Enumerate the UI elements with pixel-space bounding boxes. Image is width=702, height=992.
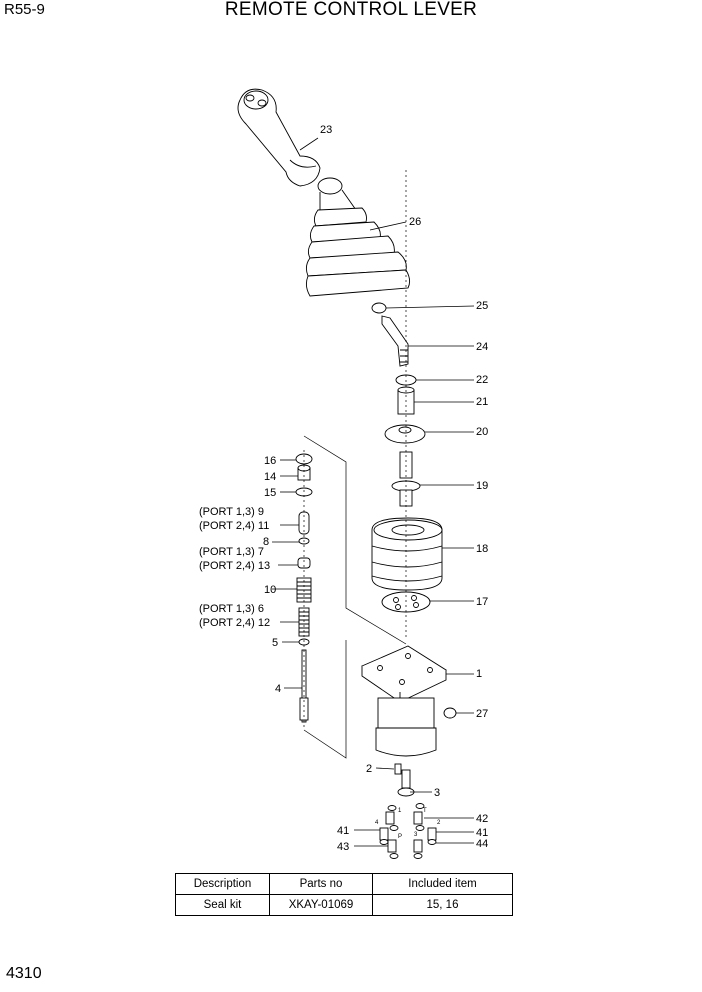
- plug-left: [297, 464, 311, 481]
- table-cell: XKAY-01069: [269, 894, 373, 916]
- table-cell: Seal kit: [175, 894, 270, 916]
- callout-label: 41: [337, 825, 349, 837]
- callout-label: 3: [434, 787, 440, 799]
- callout-label: 15: [264, 487, 276, 499]
- page-number: 4310: [6, 965, 42, 982]
- callout-label: 42: [476, 813, 488, 825]
- grip-handle: [237, 88, 321, 187]
- callout-label: 43: [337, 841, 349, 853]
- assembly-lines: [303, 170, 407, 759]
- spring-seat: [297, 557, 311, 569]
- callout-label: (PORT 2,4) 12: [199, 617, 270, 629]
- callout-label: 23: [320, 124, 332, 136]
- table-row: Seal kit XKAY-01069 15, 16: [175, 894, 513, 916]
- callout-label: (PORT 2,4) 13: [199, 560, 270, 572]
- callout-label: 2: [366, 763, 372, 775]
- callout-label: 17: [476, 596, 488, 608]
- callout-label: 44: [476, 838, 488, 850]
- callout-label: 14: [264, 471, 276, 483]
- callout-label: (PORT 1,3) 7: [199, 546, 264, 558]
- lever-rod: [371, 302, 409, 367]
- callout-label: 21: [476, 396, 488, 408]
- disc-plate: [384, 424, 426, 444]
- set-screw: [394, 763, 402, 775]
- callout-label: 5: [272, 637, 278, 649]
- callout-label: 22: [476, 374, 488, 386]
- callout-label: 1: [476, 668, 482, 680]
- rod-seal: [295, 453, 313, 465]
- callout-label: 18: [476, 543, 488, 555]
- port-mark: 1: [398, 808, 402, 814]
- callout-label: 4: [275, 683, 281, 695]
- page-title: REMOTE CONTROL LEVER: [224, 0, 478, 20]
- callout-label: 16: [264, 455, 276, 467]
- joint: [397, 769, 415, 797]
- column-header: Description: [175, 873, 270, 895]
- table-header-row: Description Parts no Included item: [175, 873, 513, 895]
- column-header: Parts no: [269, 873, 373, 895]
- callout-label: 26: [409, 216, 421, 228]
- bellows: [371, 517, 443, 591]
- callout-label: 27: [476, 708, 488, 720]
- port-mark: 3: [414, 832, 418, 838]
- callout-label: 25: [476, 300, 488, 312]
- port-mark: T: [423, 808, 427, 814]
- callout-label: 19: [476, 480, 488, 492]
- callout-label: 8: [263, 536, 269, 548]
- leader-lines: [272, 137, 475, 847]
- column-header: Included item: [372, 873, 513, 895]
- callout-label: 24: [476, 341, 488, 353]
- callout-label: 10: [264, 584, 276, 596]
- callout-label: 20: [476, 426, 488, 438]
- callout-label: (PORT 1,3) 6: [199, 603, 264, 615]
- port-mark: P: [398, 834, 402, 840]
- seal-kit-table: Description Parts no Included item Seal …: [175, 873, 513, 916]
- table-cell: 15, 16: [372, 894, 513, 916]
- port-mark: 2: [437, 820, 441, 826]
- port-fittings: [379, 803, 437, 859]
- callout-label: 41: [476, 827, 488, 839]
- plug: [443, 707, 457, 719]
- model-code: R55-9: [4, 1, 45, 18]
- rubber-boot: [305, 177, 411, 297]
- callout-label: (PORT 2,4) 11: [199, 520, 269, 532]
- casing: [361, 645, 447, 757]
- callout-label: (PORT 1,3) 9: [199, 506, 264, 518]
- port-mark: 4: [375, 820, 379, 826]
